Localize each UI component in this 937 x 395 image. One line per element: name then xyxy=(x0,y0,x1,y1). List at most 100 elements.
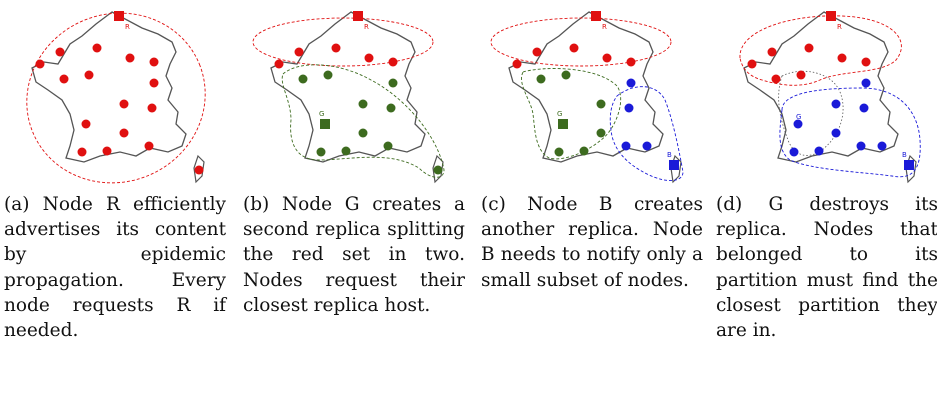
node xyxy=(861,78,871,88)
node xyxy=(331,43,341,53)
red-partition xyxy=(739,15,902,86)
red-nodes xyxy=(35,43,204,175)
node xyxy=(856,141,866,151)
red-partition xyxy=(26,12,206,184)
node xyxy=(554,147,564,157)
node xyxy=(149,57,159,67)
node-b-square xyxy=(669,160,679,170)
red-nodes xyxy=(747,43,871,84)
france-map-a: R xyxy=(26,11,206,184)
green-partition xyxy=(521,68,622,160)
node xyxy=(579,146,589,156)
caption-text: Node B creates another replica. Node B n… xyxy=(481,194,703,291)
panel-b: G R (b) Node G creates a second replica … xyxy=(239,0,465,395)
node xyxy=(569,43,579,53)
node xyxy=(35,59,45,69)
node xyxy=(767,47,777,57)
blue-nodes xyxy=(621,78,652,151)
node xyxy=(364,53,374,63)
node xyxy=(814,146,824,156)
node-r-label: R xyxy=(125,23,130,31)
node xyxy=(119,99,129,109)
node xyxy=(837,53,847,63)
red-nodes xyxy=(274,43,398,69)
caption-d: (d) G destroys its replica. Nodes that b… xyxy=(716,192,937,343)
france-outline xyxy=(31,11,187,163)
node xyxy=(626,57,636,67)
node-g-square xyxy=(558,119,568,129)
node xyxy=(125,53,135,63)
france-map-d: G B R xyxy=(739,11,921,184)
node xyxy=(626,78,636,88)
node xyxy=(831,99,841,109)
green-partition xyxy=(281,64,445,178)
node-g-square xyxy=(320,119,330,129)
panel-a: R (a) Node R efficiently advertises its … xyxy=(0,0,226,395)
node-r-square xyxy=(591,11,601,21)
node-b-square xyxy=(904,160,914,170)
node xyxy=(747,59,757,69)
blue-partition xyxy=(609,86,684,181)
node xyxy=(59,74,69,84)
node xyxy=(561,70,571,80)
france-outline xyxy=(270,11,426,163)
node xyxy=(789,147,799,157)
corsica-outline xyxy=(193,154,205,184)
node xyxy=(831,128,841,138)
red-partition xyxy=(252,17,434,67)
node xyxy=(793,119,803,129)
node-r-square xyxy=(353,11,363,21)
france-map-c: G B R xyxy=(490,11,684,184)
red-partition xyxy=(490,17,672,67)
node xyxy=(119,128,129,138)
node-r-label: R xyxy=(602,23,607,31)
node xyxy=(298,74,308,84)
node-g-label: G xyxy=(796,113,801,121)
node-b-label: B xyxy=(667,151,672,159)
green-nodes xyxy=(298,70,443,175)
node xyxy=(81,119,91,129)
panel-c: G B R (c) Node B creates another replica… xyxy=(477,0,703,395)
caption-c: (c) Node B creates another replica. Node… xyxy=(481,192,703,293)
node xyxy=(194,165,204,175)
node xyxy=(796,70,806,80)
caption-text: Node G creates a second replica splittin… xyxy=(243,194,465,316)
node xyxy=(861,57,871,67)
node xyxy=(386,103,396,113)
node xyxy=(388,57,398,67)
node-r-square xyxy=(826,11,836,21)
node xyxy=(316,147,326,157)
node xyxy=(804,43,814,53)
node xyxy=(92,43,102,53)
node xyxy=(532,47,542,57)
node-b-label: B xyxy=(902,151,907,159)
caption-a: (a) Node R efficiently advertises its co… xyxy=(4,192,226,343)
node xyxy=(596,128,606,138)
caption-b: (b) Node G creates a second replica spli… xyxy=(243,192,465,318)
node xyxy=(383,141,393,151)
panel-d: G B R (d) G destroys its replica. Nodes … xyxy=(712,0,937,395)
node xyxy=(55,47,65,57)
node-g-label: G xyxy=(319,110,324,118)
caption-label: (a) xyxy=(4,194,30,215)
node-r-square xyxy=(114,11,124,21)
node xyxy=(771,74,781,84)
caption-label: (d) xyxy=(716,194,743,215)
france-outline xyxy=(508,11,664,163)
caption-text: Node R efficiently advertises its conten… xyxy=(4,194,226,342)
node xyxy=(77,147,87,157)
node xyxy=(621,141,631,151)
red-nodes xyxy=(512,43,636,69)
node xyxy=(433,165,443,175)
node xyxy=(102,146,112,156)
node xyxy=(84,70,94,80)
node xyxy=(512,59,522,69)
node xyxy=(536,74,546,84)
blue-partition xyxy=(779,87,921,178)
caption-label: (c) xyxy=(481,194,506,215)
france-outline xyxy=(743,11,899,163)
node-g-label: G xyxy=(557,110,562,118)
dissolved-partition xyxy=(778,70,844,156)
node xyxy=(149,78,159,88)
caption-label: (b) xyxy=(243,194,270,215)
